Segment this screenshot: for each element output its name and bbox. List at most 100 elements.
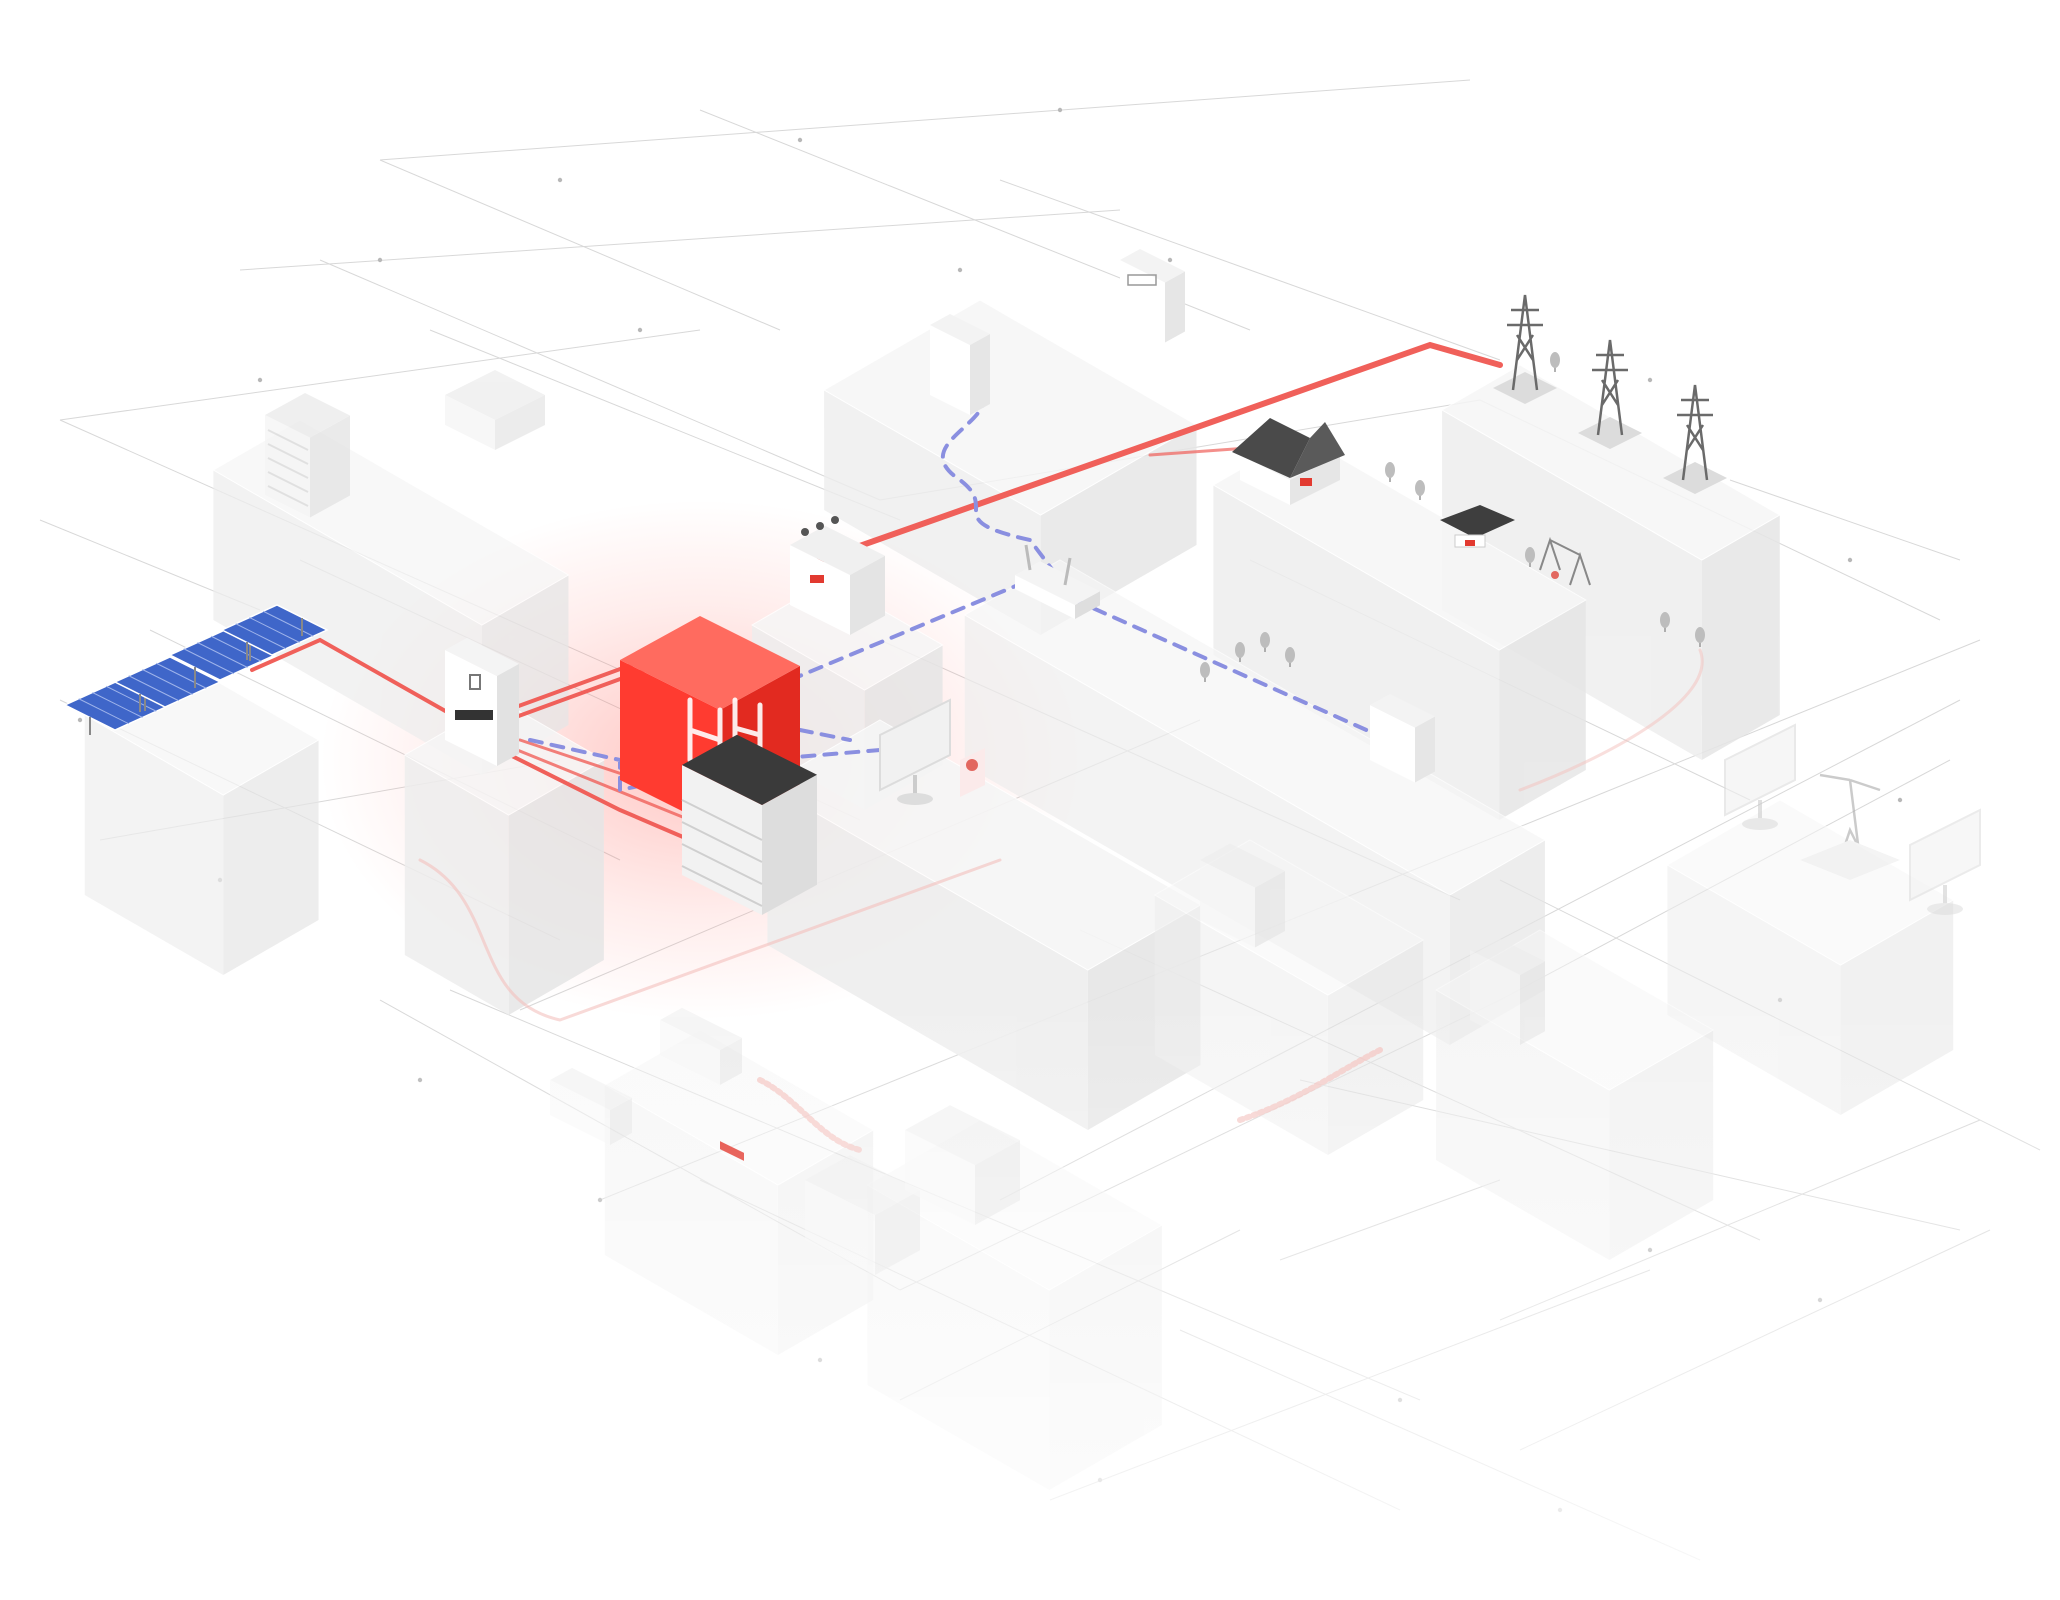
- back-meter-cabinet[interactable]: smart-meter-icon: [1120, 249, 1185, 343]
- transmission-tower-icon: [1507, 294, 1543, 391]
- cloud-tag: [960, 748, 985, 797]
- playground[interactable]: swing-icon: [1539, 536, 1591, 586]
- block-face-top: [766, 719, 1202, 971]
- panel-cell-line: [211, 635, 262, 662]
- grid-line: [59, 329, 701, 421]
- office-window-row: [267, 429, 309, 451]
- office-window-row: [267, 457, 309, 479]
- grid-line: [379, 159, 781, 331]
- tree-icon: [1525, 547, 1535, 567]
- tower-pad: [1493, 372, 1557, 404]
- block-face-top: [1666, 799, 1955, 966]
- cabinet-mid[interactable]: outdoor-cabinet-icon: [1200, 843, 1285, 948]
- data-line-meter: [941, 373, 1062, 582]
- grid-dot: [1647, 377, 1653, 383]
- tree-crown: [1385, 462, 1395, 478]
- transmission-tower-3[interactable]: transmission-tower-icon: [1663, 384, 1727, 494]
- block-face-side: [1701, 515, 1780, 760]
- device-face: [1015, 561, 1100, 605]
- tree-icon: [1660, 612, 1670, 632]
- grid-dot: [1897, 797, 1903, 803]
- battery-module-seam: [681, 821, 763, 863]
- transmission-tower-2[interactable]: transmission-tower-icon: [1578, 339, 1642, 449]
- monitor-right[interactable]: monitor-icon: [1724, 723, 1796, 830]
- meter-knob: [816, 522, 824, 530]
- grid-dot: [557, 177, 563, 183]
- tree-icon: [1260, 632, 1270, 652]
- tree-icon: [1550, 352, 1560, 372]
- device-face: [1255, 871, 1285, 948]
- device-face: [970, 334, 990, 415]
- router-antenna: [1063, 557, 1072, 586]
- tree-crown: [1285, 647, 1295, 663]
- device-face: [790, 525, 885, 575]
- house-roof: [1290, 422, 1345, 478]
- device-face: [762, 774, 817, 915]
- transmission-tower-1[interactable]: transmission-tower-icon: [1493, 294, 1557, 404]
- hybrid-inverter[interactable]: inverter-icon: [445, 637, 519, 766]
- inverter-display: [455, 710, 493, 720]
- office-window-row: [267, 485, 309, 507]
- panel-cell-line: [142, 669, 193, 695]
- tree-icon: [1235, 642, 1245, 662]
- monitor-base: [897, 793, 933, 805]
- office-building[interactable]: office-building-icon: [265, 393, 350, 518]
- battery-stack[interactable]: battery-stack-icon: [681, 734, 817, 1161]
- shed-wall: [495, 395, 545, 450]
- device-face: [930, 314, 990, 345]
- panel-cell-line: [78, 698, 129, 725]
- grid-dot: [257, 377, 263, 383]
- tree-icon: [1200, 662, 1210, 682]
- block-face-side: [1499, 600, 1586, 820]
- grid-meter[interactable]: smart-meter-icon: [790, 516, 885, 635]
- house[interactable]: house-icon: [1232, 418, 1345, 505]
- grid-line: [379, 79, 1471, 161]
- solar-array[interactable]: solar-panel-icon: [63, 604, 329, 735]
- tree-icon: [1695, 627, 1705, 647]
- device-face: [1015, 575, 1075, 619]
- grid-dot: [1057, 107, 1063, 113]
- monitor-icon: [1909, 808, 1981, 902]
- grid-line: [999, 179, 1501, 361]
- tree-crown: [1415, 480, 1425, 496]
- office-window-row: [267, 471, 309, 493]
- smart-meter-icon: [810, 575, 824, 583]
- transmission-tower-icon: [1677, 384, 1713, 481]
- data-line-core: [528, 738, 882, 793]
- panel-cell-line: [249, 617, 300, 643]
- device-face: [620, 616, 800, 710]
- wifi-router[interactable]: wifi-router-icon: [1015, 544, 1100, 619]
- monitor-core[interactable]: monitor-icon: [879, 698, 951, 805]
- monitor-icon: [1724, 723, 1796, 817]
- transmission-tower-icon: [1592, 339, 1628, 436]
- device-face: [1370, 694, 1435, 728]
- tower-pad: [1663, 462, 1727, 494]
- block-face-front: [1442, 410, 1702, 760]
- swing-icon: [1539, 536, 1591, 586]
- tree-icon: [1385, 462, 1395, 482]
- right-meter[interactable]: smart-meter-icon: [1370, 694, 1435, 783]
- device-face: [1200, 860, 1255, 948]
- inverter-icon: [469, 674, 481, 690]
- block-face-front: [84, 715, 224, 975]
- monitor-far-right[interactable]: monitor-icon: [1909, 808, 1981, 915]
- grid-dot: [957, 267, 963, 273]
- grid-line: [429, 329, 901, 521]
- carport[interactable]: carport-charger-icon: [1440, 505, 1515, 548]
- device-face: [682, 765, 762, 915]
- panel-cell-line: [183, 648, 234, 675]
- meter-knob: [801, 528, 809, 536]
- power-line-battery: [478, 738, 692, 842]
- tree-crown: [1260, 632, 1270, 648]
- device-face: [1120, 249, 1185, 283]
- cloud-service[interactable]: cloud-icon: [960, 748, 985, 797]
- back-inverter[interactable]: inverter-icon: [930, 314, 990, 415]
- shed[interactable]: shed-icon: [445, 370, 545, 450]
- battery-module-seam: [681, 865, 763, 907]
- device-face: [310, 415, 350, 518]
- device-face: [1370, 705, 1415, 783]
- weather-station[interactable]: weather-station-icon: [1800, 773, 1900, 880]
- grid-dot: [797, 137, 803, 143]
- bottom-fade: [0, 1000, 2060, 1600]
